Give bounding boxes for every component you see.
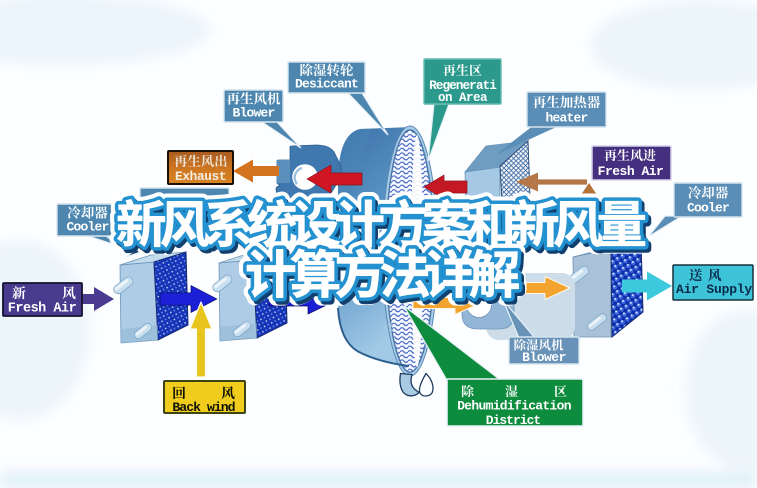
svg-text:Blower: Blower: [522, 350, 566, 365]
svg-text:Cooler: Cooler: [687, 201, 729, 216]
svg-text:Fresh Air: Fresh Air: [8, 302, 77, 317]
svg-text:on Area: on Area: [438, 91, 488, 105]
svg-text:Back wind: Back wind: [172, 400, 235, 415]
svg-text:xt: xt: [382, 323, 394, 335]
svg-text:Blower: Blower: [232, 106, 274, 121]
svg-text:Cooler: Cooler: [66, 220, 108, 235]
svg-text:heater: heater: [545, 111, 587, 126]
svg-text:Air Supply: Air Supply: [676, 282, 752, 297]
svg-text:Dehumidification: Dehumidification: [457, 399, 572, 414]
svg-text:Desiccant: Desiccant: [295, 77, 358, 92]
svg-text:Exhaust: Exhaust: [175, 169, 226, 184]
svg-text:Regenerati: Regenerati: [429, 78, 497, 93]
svg-text:Fresh Air: Fresh Air: [598, 164, 664, 179]
svg-text:District: District: [486, 413, 541, 428]
